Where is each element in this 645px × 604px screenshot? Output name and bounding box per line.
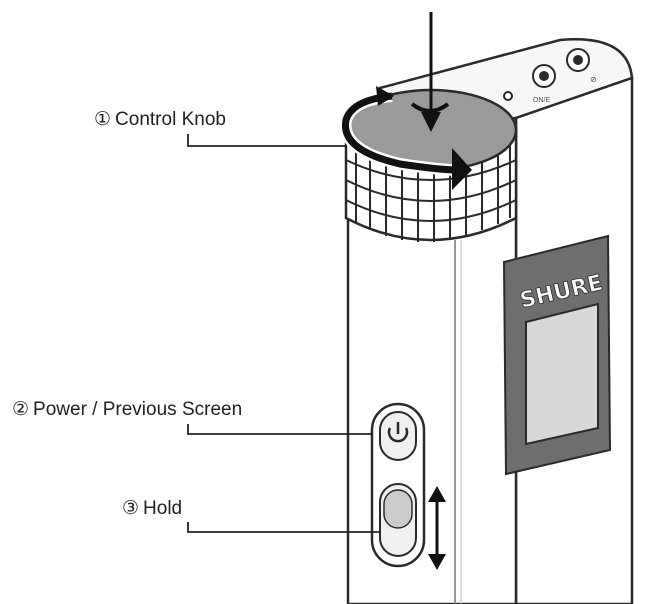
callout-number-1: ① xyxy=(94,109,112,130)
leader-power xyxy=(187,424,372,435)
power-button-cap[interactable] xyxy=(379,411,417,461)
callout-label-control-knob: Control Knob xyxy=(115,109,226,130)
callout-number-3: ③ xyxy=(122,498,140,519)
display-screen xyxy=(525,302,599,446)
hold-switch[interactable] xyxy=(379,483,417,557)
rotate-arrow-icon xyxy=(339,86,472,190)
leader-lines xyxy=(187,134,380,533)
callout-label-power: Power / Previous Screen xyxy=(33,399,243,420)
top-panel-jacks xyxy=(503,48,590,101)
knob-knurling xyxy=(345,140,517,242)
top-panel-label-1: ON/E xyxy=(533,97,550,104)
leader-control-knob xyxy=(187,134,346,147)
top-panel-label-2: ⊘ xyxy=(590,75,597,84)
leader-hold xyxy=(187,522,380,533)
down-arrow-icon xyxy=(410,12,450,132)
up-down-arrow-icon xyxy=(428,486,446,570)
callout-number-2: ② xyxy=(12,399,30,420)
display-panel: SHURE xyxy=(502,234,612,476)
hold-switch-thumb[interactable] xyxy=(383,489,413,529)
power-icon xyxy=(387,422,409,443)
callout-label-hold: Hold xyxy=(143,498,183,519)
